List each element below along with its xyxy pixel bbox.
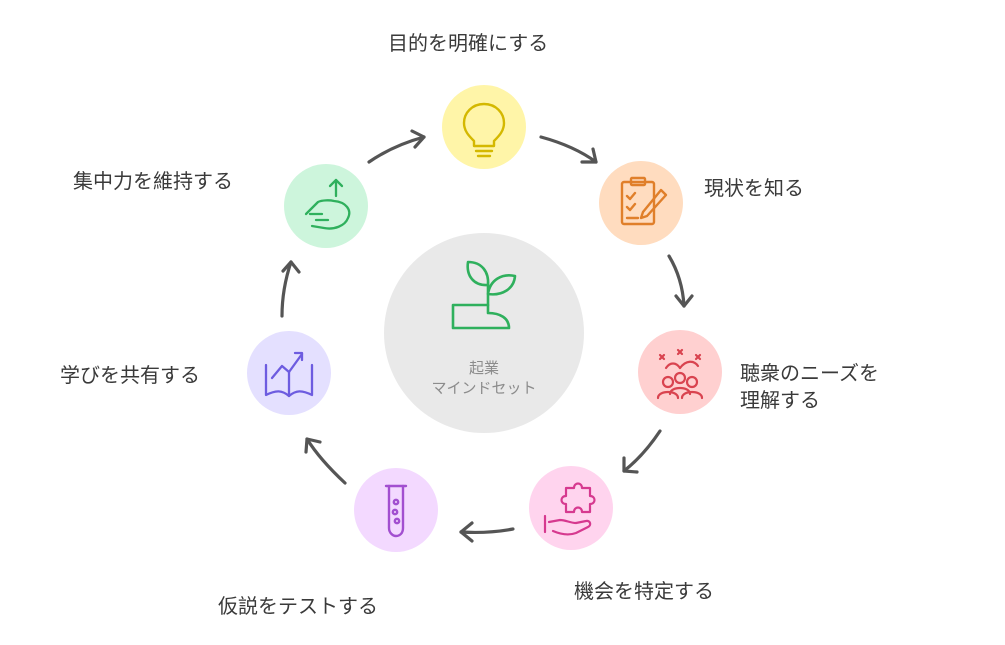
label-understand-audience-line2: 理解する bbox=[740, 388, 820, 412]
center-circle bbox=[384, 233, 584, 433]
puzzle-hand-icon bbox=[543, 482, 596, 536]
node-clarify-purpose bbox=[442, 85, 526, 169]
label-understand-audience: 聴衆のニーズを 理解する bbox=[740, 360, 879, 414]
label-maintain-focus: 集中力を維持する bbox=[73, 169, 233, 193]
audience-icon bbox=[656, 348, 704, 400]
arrow-purpose-to-state bbox=[539, 135, 598, 164]
node-know-current-state bbox=[599, 161, 683, 245]
node-maintain-focus bbox=[284, 164, 368, 248]
arrow-focus-to-purpose bbox=[367, 135, 426, 164]
arrow-state-to-audience bbox=[667, 254, 686, 308]
plant-icon bbox=[451, 260, 517, 330]
book-growth-icon bbox=[264, 351, 314, 398]
arrow-share-to-focus bbox=[280, 260, 293, 318]
label-identify-opportunity: 機会を特定する bbox=[574, 579, 714, 603]
focus-hand-icon bbox=[304, 178, 351, 230]
clipboard-pencil-icon bbox=[620, 176, 668, 226]
label-share-learning: 学びを共有する bbox=[60, 363, 200, 387]
label-understand-audience-line1: 聴衆のニーズを bbox=[740, 361, 879, 385]
arrow-opportunity-to-hypothesis bbox=[459, 527, 515, 534]
center-title: 起業 マインドセット bbox=[404, 358, 564, 398]
label-clarify-purpose: 目的を明確にする bbox=[388, 31, 549, 55]
center-title-line1: 起業 bbox=[468, 359, 499, 377]
label-test-hypothesis: 仮説をテストする bbox=[218, 594, 378, 618]
cycle-arrows bbox=[280, 129, 694, 543]
arrow-audience-to-opportunity bbox=[622, 429, 662, 473]
test-tube-icon bbox=[384, 484, 408, 538]
label-know-current-state: 現状を知る bbox=[704, 176, 804, 200]
arrow-hypothesis-to-share bbox=[305, 437, 347, 485]
center-title-line2: マインドセット bbox=[431, 379, 537, 397]
lightbulb-icon bbox=[462, 102, 506, 158]
node-identify-opportunity bbox=[529, 466, 613, 550]
